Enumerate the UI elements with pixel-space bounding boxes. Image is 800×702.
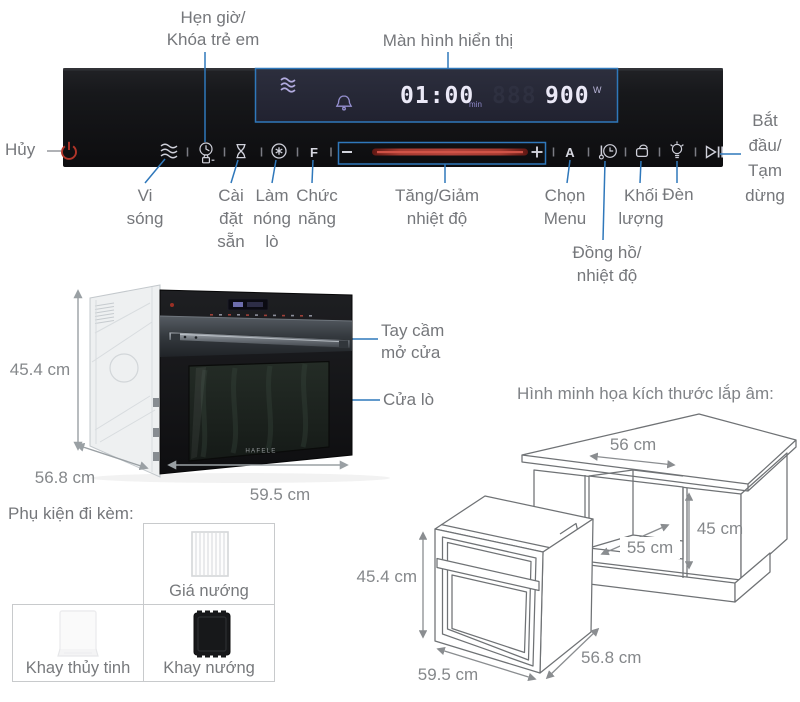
start-pause-icon	[705, 145, 724, 159]
oven-front: HAFELE	[159, 289, 353, 475]
preset-icon	[236, 143, 246, 159]
niche-width-label: 56 cm	[609, 435, 657, 454]
oven-width-label: 59.5 cm	[249, 485, 311, 504]
oven-door-glass	[188, 360, 330, 462]
preset-label: Cài đặt sẵn	[217, 186, 245, 251]
display-callout-box	[254, 67, 619, 123]
temperature-slider	[342, 146, 543, 158]
oven-height-label: 45.4 cm	[9, 360, 71, 379]
display-label: Màn hình hiển thị	[382, 31, 514, 50]
temperature-label: Tăng/Giảm nhiệt độ	[394, 186, 480, 228]
install-title: Hình minh họa kích thước lắp âm:	[517, 384, 774, 403]
handle-label: Tay cầm mở cửa	[381, 321, 445, 363]
display-ghost-digits: 888	[492, 83, 537, 109]
grill-rack-icon	[191, 531, 229, 577]
cancel-label: Hủy	[5, 140, 36, 159]
menu-label: Chọn Menu	[543, 186, 587, 228]
function-icon: F	[310, 145, 318, 160]
oven-housing	[89, 284, 161, 478]
accessory-cell-glass-tray: Khay thủy tinh	[12, 604, 144, 682]
display-power-unit: W	[593, 85, 602, 95]
slider-callout-box	[337, 141, 547, 165]
display-bell-icon	[335, 95, 353, 111]
install-oven-depth-label: 56.8 cm	[581, 648, 642, 667]
display-power: 900	[545, 83, 590, 109]
display-window	[256, 69, 617, 122]
niche-height-label: 45 cm	[696, 519, 744, 538]
accessory-label: Khay thủy tinh	[25, 659, 131, 677]
photo-dimension-arrows	[73, 289, 349, 471]
display-time: 01:00	[400, 83, 475, 109]
function-label: Chức năng	[296, 186, 338, 228]
glass-tray-icon	[57, 610, 99, 657]
microwave-icon	[160, 143, 178, 159]
oven-depth-label: 56.8 cm	[34, 468, 96, 487]
door-handle	[168, 331, 351, 349]
plus-icon	[531, 146, 543, 158]
door-label: Cửa lò	[383, 390, 435, 409]
brand-logo: HAFELE	[245, 448, 276, 455]
install-oven-width-label: 59.5 cm	[417, 665, 479, 684]
install-dimension-arrows	[418, 452, 694, 682]
weight-icon	[635, 144, 649, 158]
accessory-cell-grill-rack: Giá nướng	[143, 523, 275, 605]
clock-temperature-label: Đồng hồ/ nhiệt độ	[572, 243, 642, 285]
callout-lines	[144, 52, 741, 401]
display-time-unit: min	[469, 100, 482, 109]
accessory-cell-baking-tray: Khay nướng	[143, 604, 275, 682]
timer-childlock-icon	[199, 142, 215, 164]
lamp-icon	[670, 141, 684, 159]
accessories-title: Phụ kiện đi kèm:	[8, 504, 134, 523]
install-oven-drawing	[434, 495, 594, 674]
mini-icon-row	[210, 314, 312, 317]
weight-label: Khối lượng	[618, 186, 664, 228]
niche-depth-label: 55 cm	[620, 537, 680, 560]
timer-childlock-label: Hẹn giờ/ Khóa trẻ em	[166, 8, 260, 50]
install-illustration	[434, 413, 797, 674]
accessory-label: Giá nướng	[169, 582, 249, 600]
control-panel: F A	[61, 68, 724, 167]
lamp-label: Đèn	[662, 185, 694, 204]
separator-ticks	[186, 147, 697, 157]
menu-icon: A	[565, 145, 575, 160]
microwave-label: Vi sóng	[126, 186, 164, 228]
oven-photo: HAFELE	[89, 284, 390, 483]
install-oven-height-label: 45.4 cm	[356, 567, 417, 586]
preheat-icon	[271, 143, 287, 159]
display-wave-icon	[280, 77, 296, 93]
preheat-label: Làm nóng lò	[253, 186, 291, 251]
start-pause-label: Bắt đầu/ Tạm dừng	[745, 111, 785, 205]
clock-temperature-icon	[598, 144, 617, 160]
baking-tray-icon	[193, 610, 231, 658]
power-cancel-icon	[61, 141, 77, 160]
accessory-label: Khay nướng	[163, 659, 255, 677]
